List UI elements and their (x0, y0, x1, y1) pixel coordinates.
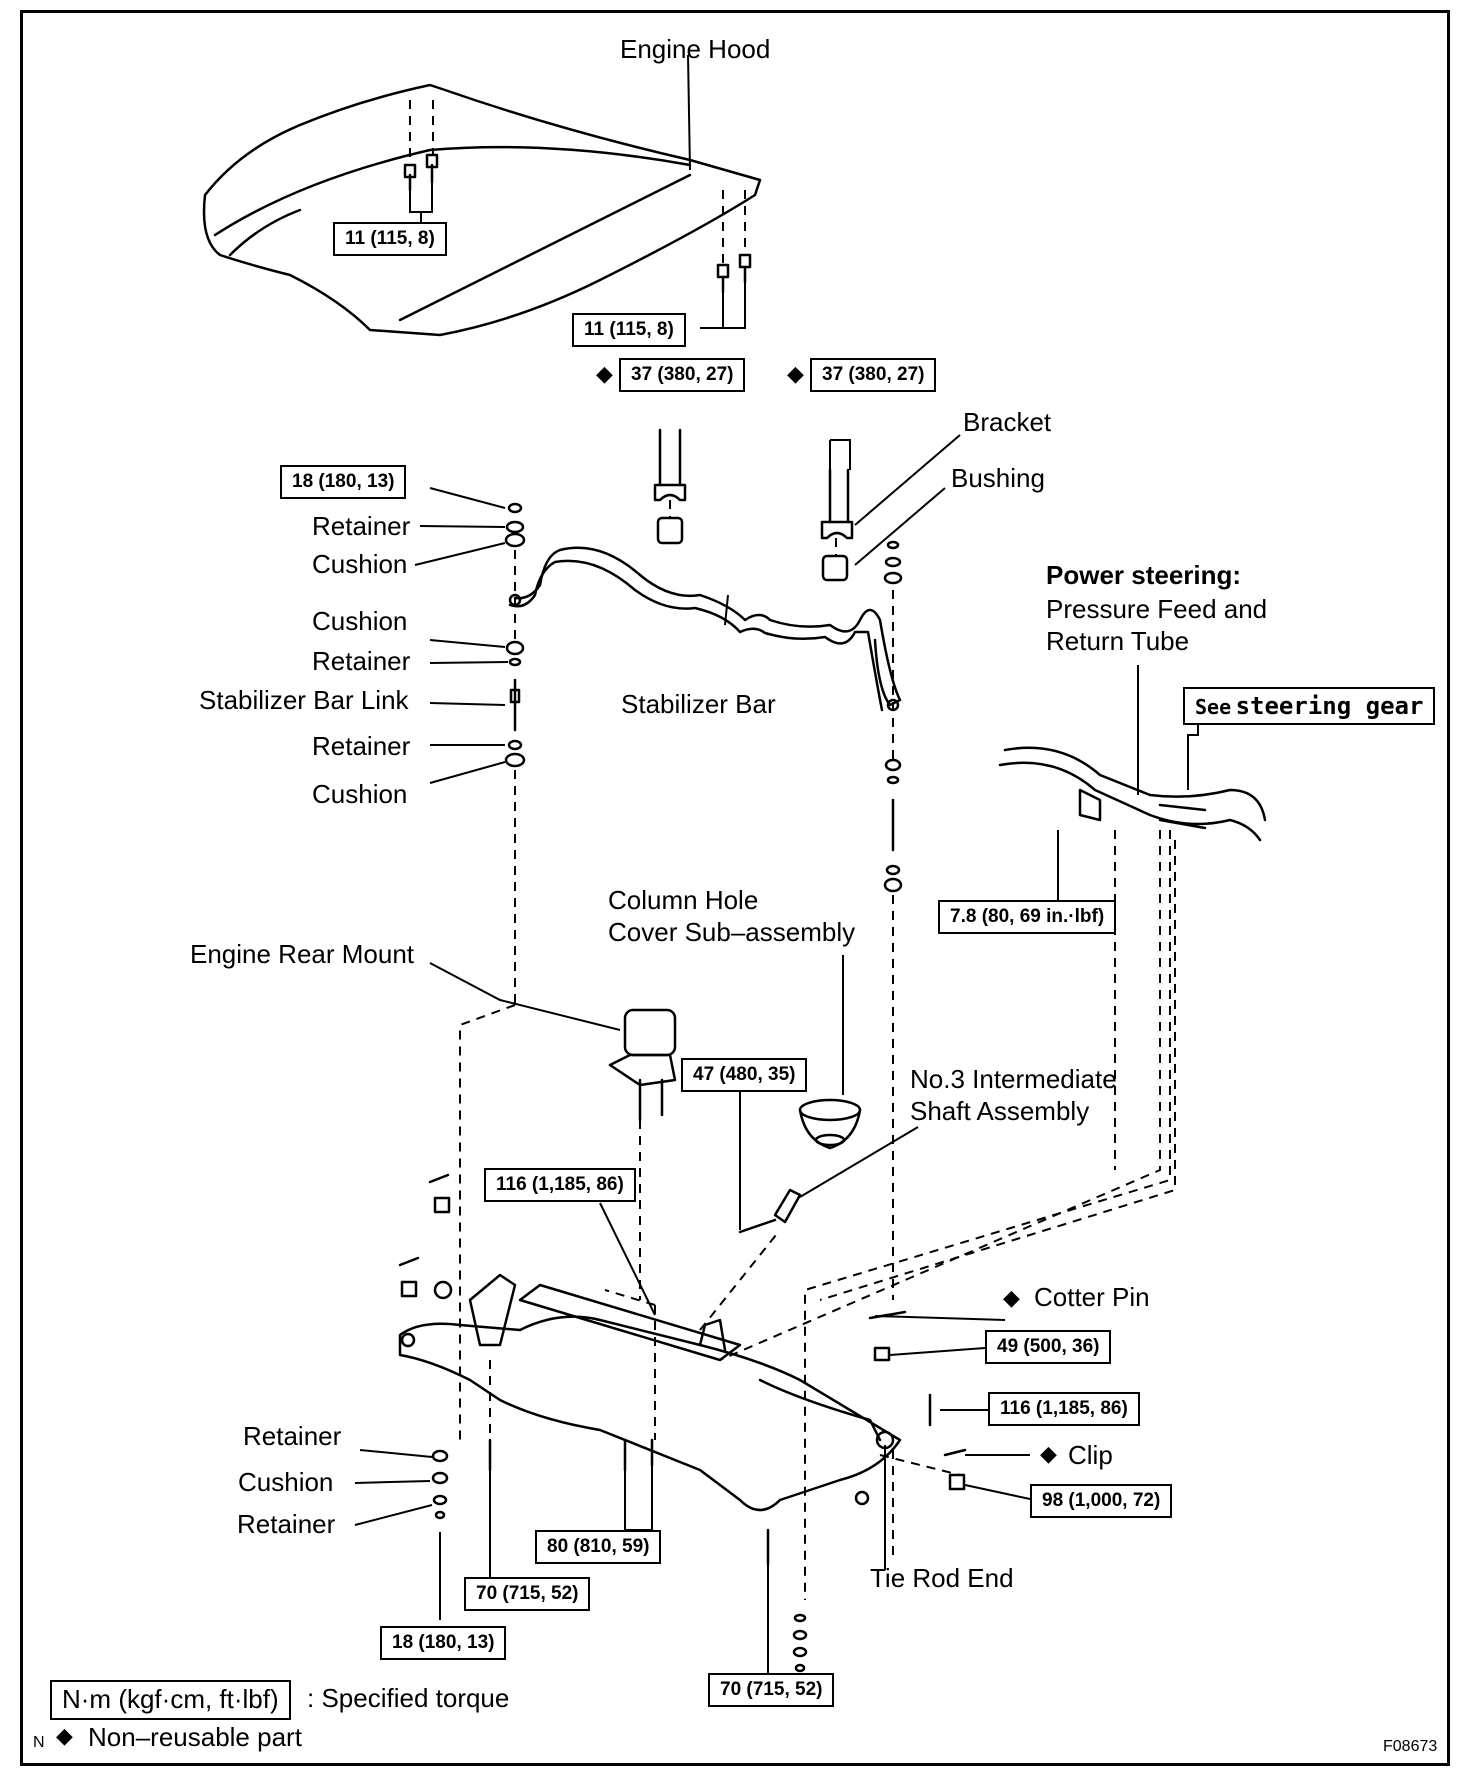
label-engine-rear-mount: Engine Rear Mount (190, 939, 415, 969)
torque-bracket-right: 37 (380, 27) (810, 358, 937, 392)
torque-rear-left: 70 (715, 52) (464, 1577, 591, 1611)
torque-bracket-left: 37 (380, 27) (619, 358, 746, 392)
torque-hood-left: 11 (115, 8) (333, 222, 447, 256)
column-hole-cover-drawing (798, 1098, 862, 1150)
label-pressure-feed-line2: Return Tube (1046, 626, 1190, 656)
label-tie-rod-end: Tie Rod End (870, 1563, 1014, 1593)
torque-rear-right: 70 (715, 52) (708, 1673, 835, 1707)
legend-specified-torque: : Specified torque (307, 1683, 510, 1713)
label-intermediate-line1: No.3 Intermediate (910, 1064, 1117, 1094)
torque-rack: 116 (1,185, 86) (484, 1168, 636, 1202)
figure-id: F08673 (1383, 1738, 1438, 1755)
label-retainer-1: Retainer (312, 511, 411, 541)
diamond-bracket-right: ◆ (787, 361, 804, 386)
diagram-frame (20, 10, 1450, 1766)
label-retainer-4: Retainer (243, 1421, 342, 1451)
label-cushion-4: Cushion (238, 1467, 334, 1497)
torque-clip: 98 (1,000, 72) (1030, 1484, 1173, 1518)
label-retainer-5: Retainer (237, 1509, 336, 1539)
torque-crossmember: 80 (810, 59) (535, 1530, 662, 1564)
legend-unit-box: N·m (kgf·cm, ft·lbf) (50, 1680, 291, 1720)
left-link-stack (504, 502, 526, 768)
label-engine-hood: Engine Hood (620, 34, 771, 64)
label-cushion-2: Cushion (312, 606, 408, 636)
torque-pressure-tube: 7.8 (80, 69 in.·lbf) (938, 900, 1117, 934)
label-retainer-2: Retainer (312, 646, 411, 676)
label-cotter-pin: Cotter Pin (1034, 1282, 1150, 1312)
hood-bolts-left (403, 153, 439, 192)
diamond-cotter-pin: ◆ (1003, 1285, 1020, 1310)
pressure-feed-tube-drawing (998, 746, 1267, 842)
label-bracket: Bracket (963, 407, 1052, 437)
legend-diamond: ◆ (56, 1723, 73, 1748)
crossmember-drawing (398, 1273, 902, 1512)
diamond-clip: ◆ (1040, 1441, 1057, 1466)
label-column-hole-line1: Column Hole (608, 885, 759, 915)
engine-hood-drawing (202, 83, 762, 337)
bracket-bushing-left (653, 428, 687, 545)
diamond-bracket-left: ◆ (596, 361, 613, 386)
see-steering-gear: steering gear (1235, 692, 1424, 720)
engine-rear-mount-drawing (608, 1008, 677, 1122)
label-stabilizer-bar: Stabilizer Bar (621, 689, 776, 719)
label-intermediate-line2: Shaft Assembly (910, 1096, 1090, 1126)
intermediate-shaft-drawing (738, 1188, 802, 1234)
legend-non-reusable: Non–reusable part (88, 1722, 302, 1752)
label-cushion-3: Cushion (312, 779, 408, 809)
label-cushion-1: Cushion (312, 549, 408, 579)
label-stabilizer-bar-link: Stabilizer Bar Link (199, 685, 409, 715)
right-link-stack (883, 540, 903, 893)
label-column-hole-line2: Cover Sub–assembly (608, 917, 856, 947)
torque-hood-right: 11 (115, 8) (572, 313, 686, 347)
torque-link-top: 18 (180, 13) (280, 465, 407, 499)
torque-tie-rod: 116 (1,185, 86) (988, 1392, 1140, 1426)
label-bushing: Bushing (951, 463, 1045, 493)
torque-link-bottom: 18 (180, 13) (380, 1626, 507, 1660)
crossmember-fasteners (398, 1173, 967, 1673)
label-clip: Clip (1068, 1440, 1113, 1470)
see-prefix: See (1195, 695, 1232, 719)
torque-column: 47 (480, 35) (681, 1058, 808, 1092)
stabilizer-bar-drawing (508, 546, 902, 712)
legend-mark-n: N (33, 1734, 45, 1751)
bracket-bushing-right (820, 468, 854, 582)
see-steering-gear-box: See steering gear (1183, 687, 1436, 725)
torque-cotter: 49 (500, 36) (985, 1330, 1112, 1364)
label-pressure-feed-line1: Pressure Feed and (1046, 594, 1268, 624)
label-retainer-3: Retainer (312, 731, 411, 761)
label-power-steering-title: Power steering: (1046, 560, 1242, 590)
